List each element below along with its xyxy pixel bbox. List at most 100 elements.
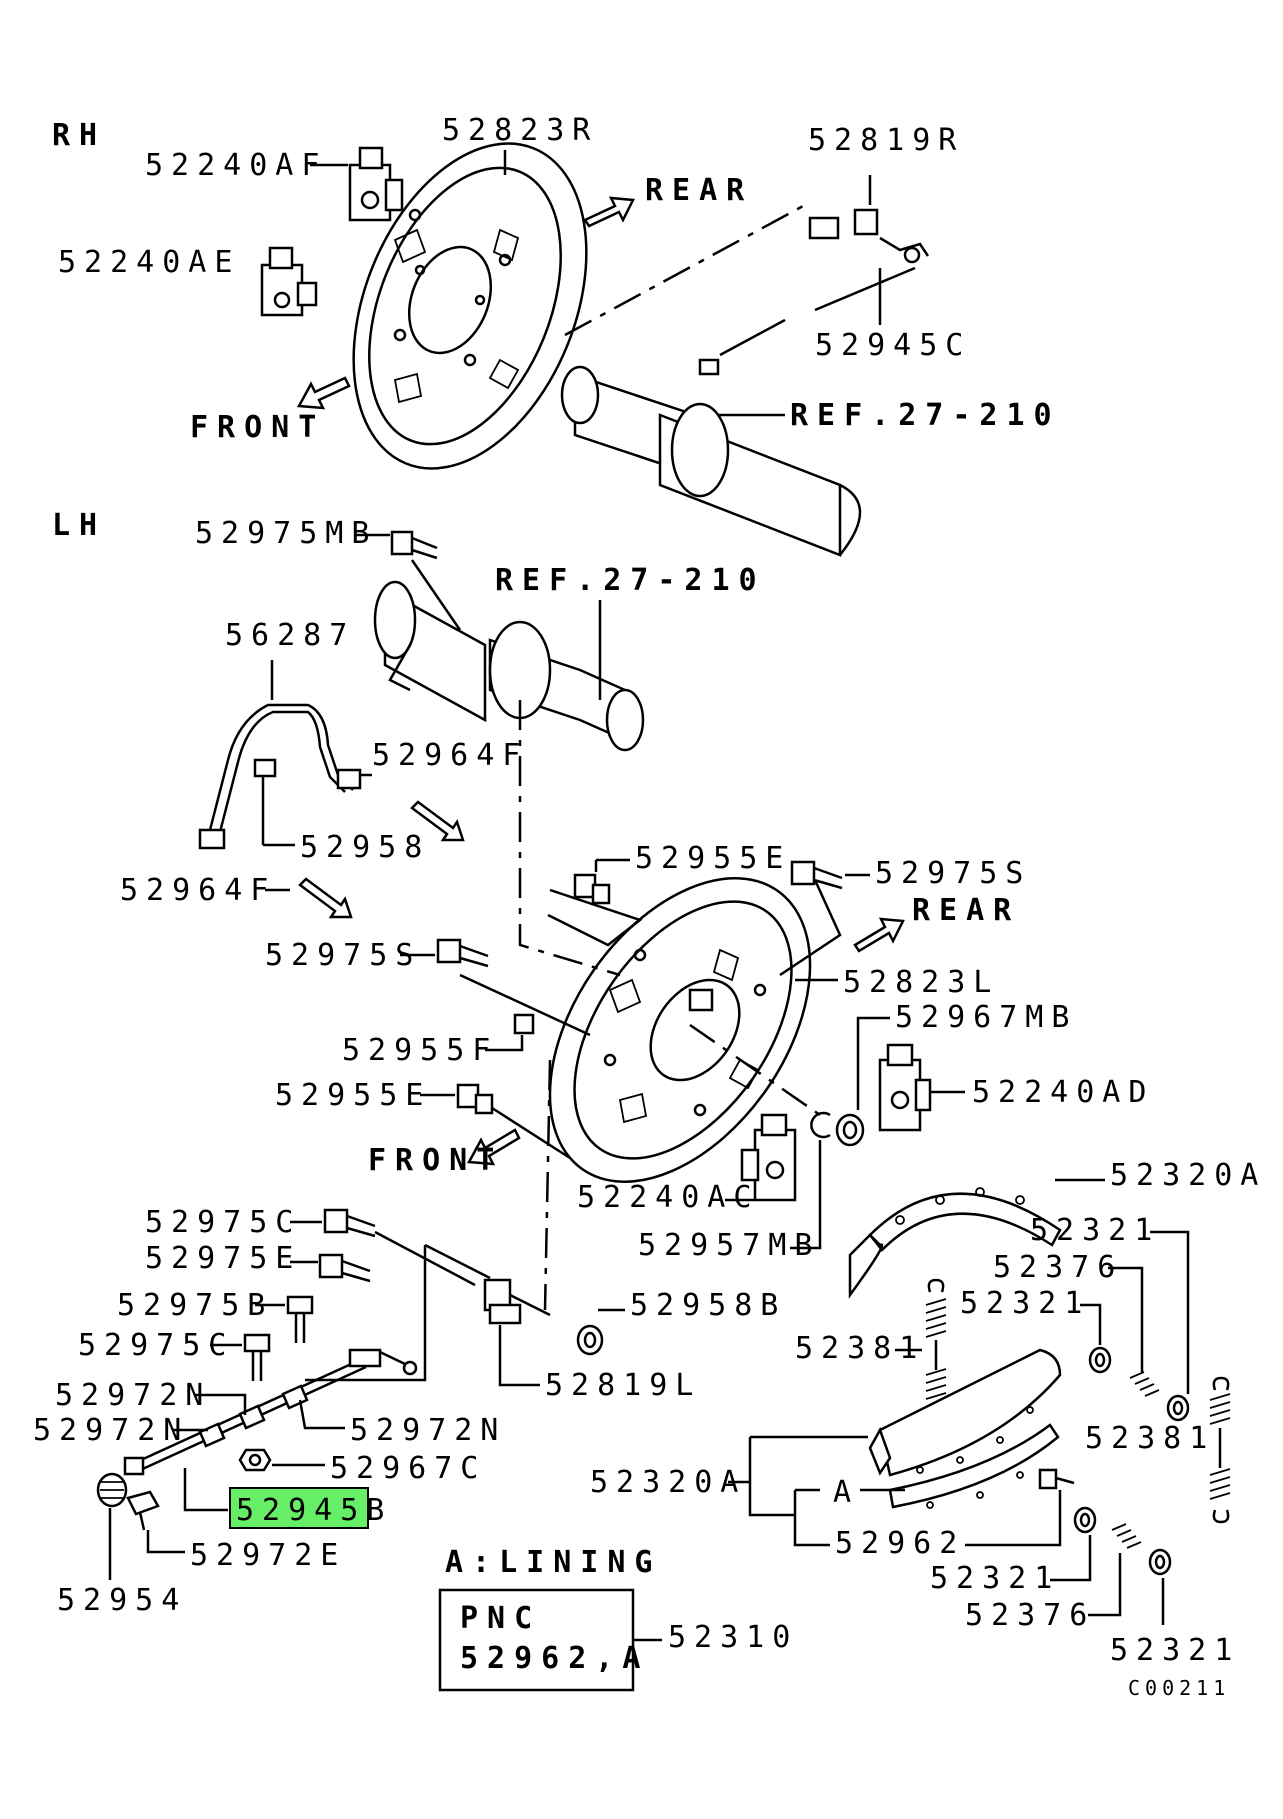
callout-52975MB: 52975MB — [195, 516, 377, 551]
callout-52975C-b: 52975C — [78, 1328, 234, 1363]
brake-tube-56287 — [198, 703, 362, 850]
brake-shoe-52320A-lower — [868, 1348, 1062, 1509]
rh-axle-housing — [560, 365, 862, 557]
callout-52972N-a: 52972N — [55, 1378, 211, 1413]
callout-52240AC: 52240AC — [577, 1180, 759, 1215]
callout-52975B: 52975B — [117, 1288, 273, 1323]
callout-52972N-b: 52972N — [33, 1413, 189, 1448]
bolt-52975C-a — [323, 1208, 376, 1238]
front-label-rh: FRONT — [190, 410, 325, 445]
callout-52954: 52954 — [57, 1583, 187, 1618]
section-lh-label: LH — [52, 508, 106, 543]
lining-note-title: A:LINING — [445, 1545, 662, 1580]
rh-cable-52945C — [698, 266, 916, 376]
callout-52321-b: 52321 — [960, 1286, 1090, 1321]
callout-52967C: 52967C — [330, 1451, 486, 1486]
callout-52376-b: 52376 — [965, 1598, 1095, 1633]
callout-52964F-a: 52964F — [372, 738, 528, 773]
wheel-cylinder-52240AD — [878, 1043, 932, 1132]
rear-arrow-rh — [583, 196, 635, 228]
callout-52958B: 52958B — [630, 1288, 786, 1323]
cup-52321-c — [1073, 1506, 1097, 1534]
flow-arrow-a — [410, 800, 465, 842]
callout-52240AE: 52240AE — [58, 245, 240, 280]
bolt-52975B — [286, 1295, 314, 1343]
ref-label-lh: REF.27-210 — [495, 563, 766, 598]
grommet-52954 — [96, 1472, 128, 1508]
lh-axle-housing — [373, 580, 645, 752]
cup-52321-a — [1166, 1394, 1190, 1422]
speed-sensor-52819L — [483, 1278, 551, 1325]
callout-52823R: 52823R — [442, 113, 598, 148]
callout-52958: 52958 — [300, 830, 430, 865]
diagram-code: C00211 — [1128, 1676, 1230, 1700]
clip-52958 — [253, 758, 277, 845]
callout-52310: 52310 — [668, 1620, 798, 1655]
callout-A: A — [833, 1475, 859, 1510]
lining-note-box — [438, 1588, 635, 1692]
callout-56287: 56287 — [225, 618, 355, 653]
nut-52955F — [513, 1013, 535, 1035]
rear-arrow-lh — [853, 917, 905, 953]
bolt-52975C-b — [243, 1333, 271, 1381]
callout-52967MB: 52967MB — [895, 1000, 1077, 1035]
front-arrow-rh — [296, 376, 351, 410]
callout-52381-a: 52381 — [795, 1331, 925, 1366]
callout-52957MB: 52957MB — [638, 1228, 820, 1263]
callout-52240AD: 52240AD — [972, 1075, 1154, 1110]
bolt-52975S-a — [790, 860, 843, 890]
bolt-52975E — [318, 1253, 371, 1283]
callout-52320A-b: 52320A — [590, 1465, 746, 1500]
callout-52320A-a: 52320A — [1110, 1158, 1266, 1193]
lining-note-line1: PNC — [460, 1601, 541, 1636]
rear-label-rh: REAR — [645, 173, 753, 208]
brake-shoe-52320A-upper — [848, 1187, 1062, 1299]
callout-52975C-a: 52975C — [145, 1205, 301, 1240]
callout-52823L: 52823L — [843, 965, 999, 1000]
front-arrow-lh — [466, 1128, 521, 1166]
bolt-52975S-b — [436, 938, 489, 968]
clip-52955E-a — [573, 873, 611, 905]
callout-52240AF: 52240AF — [145, 148, 327, 183]
ring-52957MB — [810, 1111, 831, 1139]
spring-52381-b — [1209, 1376, 1231, 1524]
callout-52975E: 52975E — [145, 1241, 301, 1276]
callout-52321-d: 52321 — [1110, 1633, 1240, 1668]
rh-wheel-cylinder-52240AF — [348, 146, 404, 222]
spring-52376-b — [1111, 1523, 1142, 1549]
clip-52955E-b — [456, 1083, 494, 1115]
rh-backing-plate — [352, 142, 588, 470]
callout-52955F: 52955F — [342, 1033, 498, 1068]
cup-52321-d — [1148, 1548, 1172, 1576]
bolt-52975MB — [390, 530, 438, 560]
callout-52321-a: 52321 — [1030, 1213, 1160, 1248]
section-rh-label: RH — [52, 118, 106, 153]
lining-note-line2: 52962,A — [460, 1641, 649, 1676]
rear-label-lh: REAR — [912, 893, 1020, 928]
rh-wheel-cylinder-52240AE — [260, 246, 318, 317]
cup-52321-b — [1088, 1346, 1112, 1374]
callout-52955E-b: 52955E — [275, 1078, 431, 1113]
front-label-lh: FRONT — [368, 1143, 503, 1178]
callout-52376-a: 52376 — [993, 1250, 1123, 1285]
rh-speed-sensor-52819R — [808, 208, 930, 264]
ref-label-rh: REF.27-210 — [790, 398, 1061, 433]
wheel-cylinder-52240AC — [740, 1113, 797, 1202]
callout-52819L: 52819L — [545, 1368, 701, 1403]
callout-52972E: 52972E — [190, 1538, 346, 1573]
callout-52962: 52962 — [835, 1526, 965, 1561]
pin-52962 — [1038, 1468, 1075, 1490]
grommet-52958B — [576, 1324, 604, 1356]
callout-52975S-a: 52975S — [875, 856, 1031, 891]
callout-52955E-a: 52955E — [635, 841, 791, 876]
clamp-52972E — [126, 1490, 160, 1531]
callout-52964F-b: 52964F — [120, 873, 276, 908]
callout-52381-b: 52381 — [1085, 1421, 1215, 1456]
callout-52945B[interactable]: 52945B — [236, 1493, 392, 1528]
callout-52975S-b: 52975S — [265, 938, 421, 973]
washer-52967MB — [835, 1113, 865, 1147]
callout-52945B-highlight[interactable] — [229, 1487, 369, 1529]
callout-52972N-c: 52972N — [350, 1413, 506, 1448]
flow-arrow-b — [298, 877, 353, 919]
